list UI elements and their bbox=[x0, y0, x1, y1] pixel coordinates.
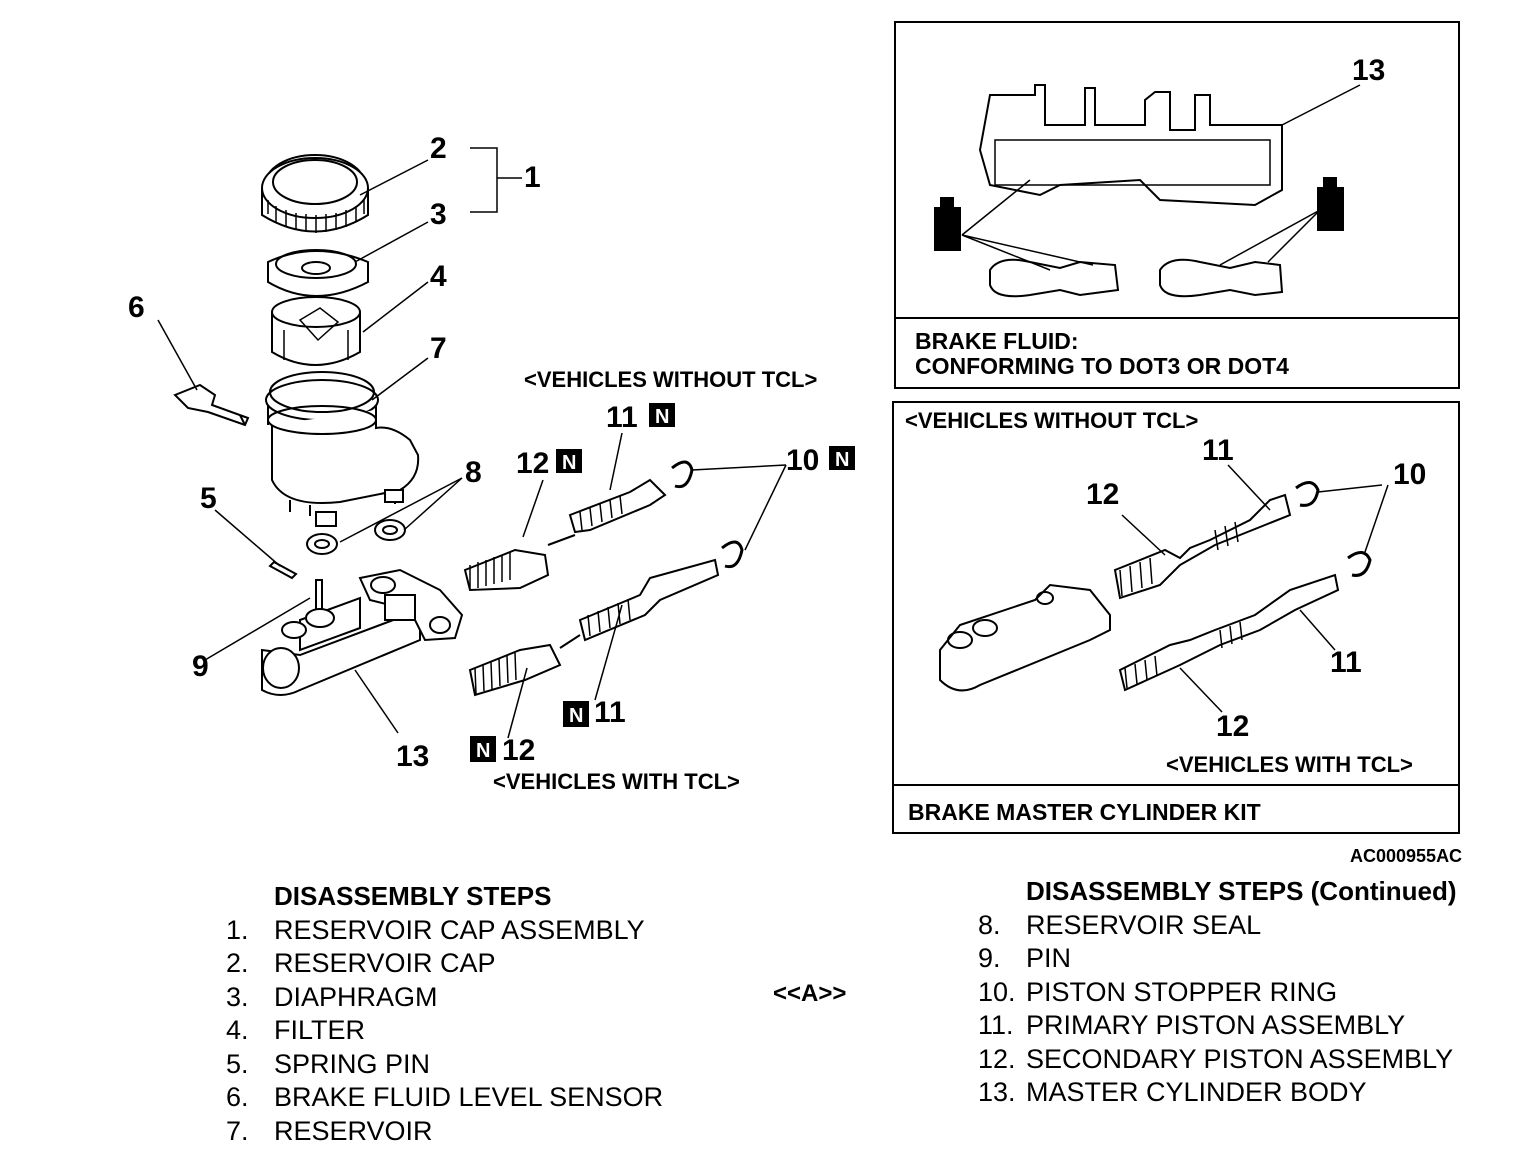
brake-fluid-line1: BRAKE FLUID: bbox=[915, 328, 1079, 354]
step-item: 13. MASTER CYLINDER BODY bbox=[978, 1076, 1457, 1110]
step-number: 4. bbox=[226, 1015, 249, 1045]
new-part-badge-12-bottom bbox=[470, 736, 496, 762]
callout-6: 6 bbox=[128, 291, 145, 324]
step-number: 7. bbox=[226, 1115, 249, 1146]
callout-3: 3 bbox=[430, 198, 447, 231]
pistons-with-tcl-drawing bbox=[468, 558, 720, 697]
kit-label-with-tcl: <VEHICLES WITH TCL> bbox=[1166, 752, 1413, 777]
step-item: 10. PISTON STOPPER RING bbox=[978, 976, 1457, 1010]
level-sensor-drawing bbox=[173, 383, 250, 427]
step-item: 3. DIAPHRAGM bbox=[226, 981, 663, 1015]
disassembly-steps-left: DISASSEMBLY STEPS 1. RESERVOIR CAP ASSEMB… bbox=[226, 880, 663, 1148]
callout-12-bottom: 12 bbox=[502, 734, 535, 767]
step-number: 10. bbox=[978, 976, 1016, 1007]
reservoir-cap-drawing bbox=[261, 154, 369, 233]
callout-1: 1 bbox=[524, 161, 541, 194]
step-label: BRAKE FLUID LEVEL SENSOR bbox=[274, 1082, 664, 1112]
step-label: RESERVOIR CAP bbox=[274, 948, 496, 978]
step-label: FILTER bbox=[274, 1015, 366, 1045]
reference-mark: <<A>> bbox=[773, 980, 847, 1007]
callout-11-top: 11 bbox=[606, 401, 638, 434]
step-number: 9. bbox=[978, 943, 1001, 973]
kit-callout-11-top: 11 bbox=[1202, 434, 1234, 467]
new-part-badge-text: N bbox=[562, 452, 576, 474]
callout-4: 4 bbox=[430, 260, 447, 293]
disassembly-steps-right: DISASSEMBLY STEPS (Continued) 8. RESERVOI… bbox=[978, 875, 1457, 1110]
new-part-badge-text: N bbox=[569, 705, 583, 727]
step-number: 1. bbox=[226, 914, 249, 945]
diaphragm-drawing bbox=[267, 249, 369, 297]
step-item: 5. SPRING PIN bbox=[226, 1048, 663, 1082]
step-label: DIAPHRAGM bbox=[274, 981, 438, 1012]
exploded-diagram: 2 1 3 4 6 7 8 5 9 13 <VEHICLES WITHOUT T… bbox=[128, 21, 1462, 866]
kit-callout-11-bottom: 11 bbox=[1330, 646, 1362, 679]
step-number: 6. bbox=[226, 1082, 249, 1112]
step-item: 2. RESERVOIR CAP bbox=[226, 947, 663, 981]
step-number: 5. bbox=[226, 1048, 249, 1079]
brake-fluid-box bbox=[894, 21, 1460, 389]
kit-box bbox=[892, 401, 1460, 834]
figure-id: AC000955AC bbox=[1350, 846, 1462, 866]
step-item: 6. BRAKE FLUID LEVEL SENSOR bbox=[226, 1081, 663, 1115]
label-without-tcl: <VEHICLES WITHOUT TCL> bbox=[524, 367, 817, 392]
step-label: MASTER CYLINDER BODY bbox=[1026, 1077, 1367, 1107]
step-item: 12. SECONDARY PISTON ASSEMBLY bbox=[978, 1043, 1457, 1077]
new-part-badge-text: N bbox=[835, 449, 849, 471]
callout-8: 8 bbox=[465, 456, 482, 489]
new-part-badge-11-bottom bbox=[563, 701, 589, 727]
new-part-badge-12-top bbox=[556, 449, 582, 473]
kit-label-without-tcl: <VEHICLES WITHOUT TCL> bbox=[905, 408, 1198, 433]
kit-illustration bbox=[939, 464, 1389, 713]
master-cylinder-body-drawing bbox=[261, 568, 464, 696]
filter-drawing bbox=[271, 296, 361, 366]
kit-callout-12-bottom: 12 bbox=[1216, 710, 1249, 743]
step-number: 3. bbox=[226, 981, 249, 1012]
callout-11-bottom: 11 bbox=[594, 696, 626, 729]
step-label: RESERVOIR SEAL bbox=[1026, 909, 1262, 940]
step-label: RESERVOIR bbox=[274, 1115, 433, 1146]
brake-fluid-line2: CONFORMING TO DOT3 OR DOT4 bbox=[915, 353, 1289, 379]
step-label: SECONDARY PISTON ASSEMBLY bbox=[1026, 1043, 1454, 1074]
brake-fluid-illustration bbox=[934, 84, 1361, 298]
step-item: 11. PRIMARY PISTON ASSEMBLY bbox=[978, 1009, 1457, 1043]
callout-5: 5 bbox=[200, 482, 217, 515]
step-number: 2. bbox=[226, 948, 249, 978]
step-number: 13. bbox=[978, 1077, 1016, 1107]
step-item: 1. RESERVOIR CAP ASSEMBLY bbox=[226, 914, 663, 948]
step-label: PRIMARY PISTON ASSEMBLY bbox=[1026, 1010, 1406, 1040]
step-label: PISTON STOPPER RING bbox=[1026, 976, 1338, 1007]
step-item: 8. RESERVOIR SEAL bbox=[978, 909, 1457, 943]
steps-heading: DISASSEMBLY STEPS (Continued) bbox=[1026, 876, 1457, 906]
step-item: 9. PIN bbox=[978, 942, 1457, 976]
pistons-without-tcl-drawing bbox=[463, 460, 744, 592]
step-item: 4. FILTER bbox=[226, 1014, 663, 1048]
spring-pin-drawing bbox=[268, 560, 298, 580]
new-part-badge-10 bbox=[829, 446, 855, 470]
new-part-badge-11-top bbox=[649, 403, 675, 427]
step-label: SPRING PIN bbox=[274, 1048, 431, 1079]
label-with-tcl: <VEHICLES WITH TCL> bbox=[493, 769, 740, 794]
step-number: 8. bbox=[978, 909, 1001, 940]
new-part-badge-text: N bbox=[476, 740, 490, 762]
steps-heading: DISASSEMBLY STEPS bbox=[274, 881, 552, 911]
kit-caption: BRAKE MASTER CYLINDER KIT bbox=[908, 799, 1261, 825]
callout-12-top: 12 bbox=[516, 447, 549, 480]
reservoir-seals-drawing bbox=[306, 519, 406, 555]
reservoir-drawing bbox=[265, 371, 420, 527]
step-item: 7. RESERVOIR bbox=[226, 1115, 663, 1149]
callout-9: 9 bbox=[192, 650, 209, 683]
brake-fluid-callout-13: 13 bbox=[1352, 54, 1385, 87]
callout-2: 2 bbox=[430, 132, 447, 165]
leader-lines bbox=[157, 147, 787, 739]
step-label: PIN bbox=[1026, 943, 1072, 973]
step-number: 12. bbox=[978, 1043, 1016, 1074]
callout-10-top: 10 bbox=[786, 444, 819, 477]
step-number: 11. bbox=[978, 1010, 1014, 1040]
callout-7: 7 bbox=[430, 332, 447, 365]
callout-13: 13 bbox=[396, 740, 429, 773]
kit-callout-10: 10 bbox=[1393, 458, 1426, 491]
new-part-badge-text: N bbox=[655, 406, 669, 428]
step-label: RESERVOIR CAP ASSEMBLY bbox=[274, 914, 645, 945]
kit-callout-12-top: 12 bbox=[1086, 478, 1119, 511]
